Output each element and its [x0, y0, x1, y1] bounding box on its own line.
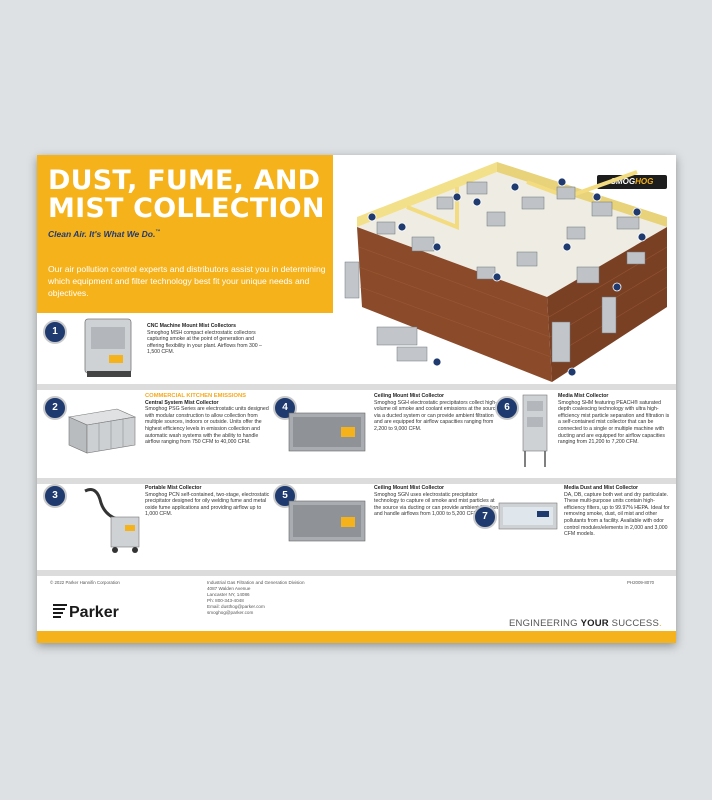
- product-3-description: Portable Mist Collector Smoghog PCN self…: [145, 485, 270, 518]
- central-system-collector-image: [67, 408, 137, 454]
- engineering-your-success-slogan: ENGINEERING YOUR SUCCESS.: [509, 618, 662, 629]
- product-number: 4: [273, 396, 297, 420]
- product-2-description: COMMERCIAL KITCHEN EMISSIONS Central Sys…: [145, 393, 270, 446]
- product-7-description: Media Dust and Mist Collector DA, DB, ca…: [564, 485, 670, 538]
- page-title: DUST, FUME, AND MIST COLLECTION: [48, 165, 325, 224]
- product-body: Smoghog SHM featuring PEACH® saturated d…: [558, 399, 670, 446]
- product-number: 7: [473, 505, 497, 529]
- product-body: Smoghog SGN uses electrostatic precipita…: [374, 491, 499, 518]
- product-body: Smoghog PSG Series are electrostatic uni…: [145, 406, 269, 446]
- row-divider: [37, 384, 676, 390]
- parker-logo: Parker: [51, 600, 127, 622]
- product-number: 6: [495, 396, 519, 420]
- portable-collector-image: [84, 488, 140, 553]
- copyright: © 2022 Parker Hannifin Corporation: [50, 580, 120, 585]
- product-title: Ceiling Mount Mist Collector: [374, 485, 445, 491]
- product-title: Media Dust and Mist Collector: [564, 485, 639, 491]
- division-address: Industrial Gas Filtration and Generation…: [207, 580, 305, 616]
- product-4-description: Ceiling Mount Mist Collector Smoghog SGH…: [374, 393, 499, 433]
- brochure-page: DUST, FUME, AND MIST COLLECTION Clean Ai…: [37, 155, 676, 643]
- tagline: Clean Air. It's What We Do.™: [48, 229, 161, 239]
- product-title: Media Mist Collector: [558, 393, 609, 399]
- product-body: DA, DB, capture both wet and dry particu…: [564, 491, 670, 538]
- cnc-mist-collector-image: [84, 318, 132, 377]
- row-divider: [37, 478, 676, 484]
- intro-text: Our air pollution control experts and di…: [48, 264, 326, 298]
- svg-text:Parker: Parker: [69, 604, 119, 621]
- document-code: PH2009-8070: [627, 580, 655, 585]
- product-title: CNC Machine Mount Mist Collectors: [147, 323, 237, 329]
- section-heading: COMMERCIAL KITCHEN EMISSIONS: [145, 393, 247, 399]
- ceiling-mount-sgn-image: [288, 500, 366, 542]
- product-number: 3: [43, 484, 67, 508]
- product-body: Smoghog SGH electrostatic precipitators …: [374, 399, 499, 432]
- facility-illustration: [344, 162, 668, 382]
- title-panel: DUST, FUME, AND MIST COLLECTION Clean Ai…: [37, 155, 333, 313]
- product-body: Smoghog MSH compact electrostatic collec…: [147, 329, 262, 356]
- product-5-description: Ceiling Mount Mist Collector Smoghog SGN…: [374, 485, 499, 518]
- media-dust-collector-image: [498, 502, 558, 530]
- product-title: Central System Mist Collector: [145, 399, 219, 406]
- product-title: Portable Mist Collector: [145, 485, 202, 491]
- product-number: 5: [273, 484, 297, 508]
- media-mist-collector-image: [522, 394, 548, 467]
- product-number: 2: [43, 396, 67, 420]
- product-title: Ceiling Mount Mist Collector: [374, 393, 445, 399]
- row-divider: [37, 570, 676, 576]
- product-1-description: CNC Machine Mount Mist Collectors Smogho…: [147, 323, 272, 356]
- bottom-accent-bar: [37, 631, 676, 643]
- ceiling-mount-sgh-image: [288, 412, 366, 452]
- product-number: 1: [43, 320, 67, 344]
- product-body: Smoghog PCN self-contained, two-stage, e…: [145, 491, 270, 518]
- product-6-description: Media Mist Collector Smoghog SHM featuri…: [558, 393, 670, 446]
